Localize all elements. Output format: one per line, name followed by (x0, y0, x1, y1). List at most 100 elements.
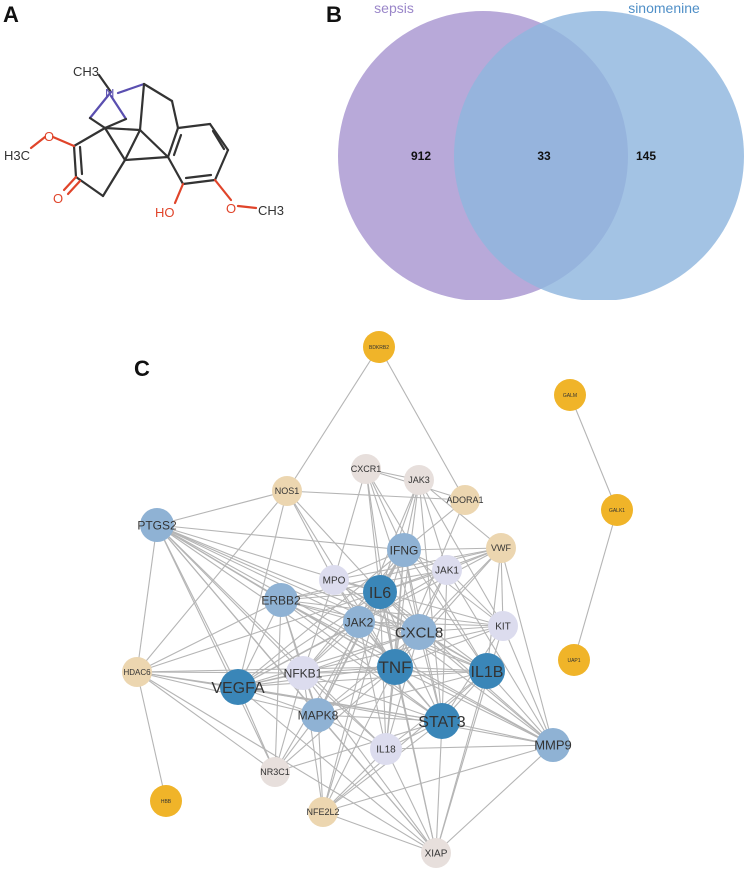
node-il6[interactable]: IL6 (363, 575, 397, 609)
node-jak2[interactable]: JAK2 (343, 606, 375, 638)
node-mpo[interactable]: MPO (319, 565, 349, 595)
node-label: ADORA1 (446, 495, 483, 505)
node-mmp9[interactable]: MMP9 (534, 728, 572, 762)
node-circle (260, 757, 290, 787)
node-vegfa[interactable]: VEGFA (211, 669, 265, 705)
node-il1b[interactable]: IL1B (469, 653, 505, 689)
node-galm[interactable]: GALM (554, 379, 586, 411)
atom-methoxy-left: H3C (4, 148, 30, 163)
edge-bdkrb2-nos1 (286, 346, 380, 492)
atom-oxygen-left: O (44, 129, 54, 144)
atom-carbonyl-oxygen: O (53, 191, 63, 206)
edge-il1b-ptgs2 (156, 524, 488, 672)
edge-il6-nos1 (286, 490, 381, 593)
node-label: NFKB1 (284, 666, 323, 680)
node-label: TNF (378, 658, 411, 677)
node-circle (286, 656, 320, 690)
edge-mmp9-nfe2l2 (322, 744, 554, 813)
node-circle (601, 494, 633, 526)
node-label: CXCL8 (395, 624, 443, 641)
edge-mmp9-mpo (333, 579, 554, 746)
node-label: HBB (161, 799, 172, 805)
node-cxcr1[interactable]: CXCR1 (351, 454, 382, 484)
node-label: BDKRB2 (369, 345, 389, 351)
node-erbb2[interactable]: ERBB2 (261, 583, 301, 617)
node-circle (401, 614, 437, 650)
node-adora1[interactable]: ADORA1 (446, 485, 484, 515)
node-label: PTGS2 (137, 518, 177, 532)
atom-hydroxyl: HO (155, 205, 175, 220)
edge-ptgs2-il18 (156, 524, 387, 750)
node-ptgs2[interactable]: PTGS2 (137, 508, 177, 542)
edge-stat3-nr3c1 (274, 720, 443, 773)
panel-a-label: A (3, 2, 19, 27)
edge-nfe2l2-xiap (322, 811, 437, 854)
edge-tnf-jak3 (394, 479, 420, 668)
node-circle (421, 838, 451, 868)
node-uap1[interactable]: UAP1 (558, 644, 590, 676)
node-hbb[interactable]: HBB (150, 785, 182, 817)
node-tnf[interactable]: TNF (377, 649, 413, 685)
edge-tnf-hdac6 (136, 666, 396, 673)
node-ifng[interactable]: IFNG (387, 533, 421, 567)
node-label: VEGFA (211, 680, 265, 697)
node-jak3[interactable]: JAK3 (404, 465, 434, 495)
edge-mapk8-xiap (317, 714, 437, 854)
node-label: JAK2 (345, 615, 374, 629)
node-circle (272, 476, 302, 506)
molecule-structure: CH3 N H3C O O HO O CH3 (4, 64, 284, 220)
node-nfe2l2[interactable]: NFE2L2 (306, 797, 340, 827)
edge-stat3-ptgs2 (156, 524, 443, 722)
edge-il18-xiap (385, 748, 437, 854)
edge-galk1-uap1 (573, 509, 618, 661)
node-circle (486, 533, 516, 563)
node-nfkb1[interactable]: NFKB1 (284, 656, 323, 690)
edge-jak1-jak3 (418, 479, 448, 571)
edge-jak3-kit (418, 479, 504, 627)
edge-vegfa-xiap (237, 686, 437, 854)
atom-methoxy-right: CH3 (258, 203, 284, 218)
node-label: IL6 (369, 585, 391, 602)
node-hdac6[interactable]: HDAC6 (122, 657, 152, 687)
node-il18[interactable]: IL18 (370, 733, 402, 765)
node-galk1[interactable]: GALK1 (601, 494, 633, 526)
node-bdkrb2[interactable]: BDKRB2 (363, 331, 395, 363)
edge-jak2-il18 (358, 621, 387, 750)
node-circle (301, 698, 335, 732)
node-xiap[interactable]: XIAP (421, 838, 451, 868)
edge-il1b-cxcr1 (365, 468, 488, 672)
venn-diagram: sepsis sinomenine 912 33 145 (338, 0, 744, 300)
edge-bdkrb2-adora1 (378, 346, 466, 501)
node-label: MMP9 (534, 738, 572, 753)
node-circle (404, 465, 434, 495)
edge-hdac6-hbb (136, 671, 167, 802)
edge-jak2-jak1 (358, 569, 448, 623)
node-circle (122, 657, 152, 687)
venn-count-overlap: 33 (537, 149, 551, 163)
edge-il6-xiap (379, 591, 437, 854)
node-nr3c1[interactable]: NR3C1 (260, 757, 290, 787)
edge-ptgs2-nfkb1 (156, 524, 304, 674)
node-mapk8[interactable]: MAPK8 (298, 698, 339, 732)
node-vwf[interactable]: VWF (486, 533, 516, 563)
node-stat3[interactable]: STAT3 (418, 703, 466, 739)
edge-ptgs2-ifng (156, 524, 405, 551)
edge-galm-galk1 (569, 394, 618, 511)
node-nos1[interactable]: NOS1 (272, 476, 302, 506)
node-cxcl8[interactable]: CXCL8 (395, 614, 443, 650)
atom-nitrogen: N (105, 86, 114, 101)
node-label: XIAP (425, 849, 448, 860)
venn-label-sinomenine: sinomenine (628, 0, 700, 16)
node-label: NFE2L2 (306, 807, 339, 817)
node-circle (264, 583, 298, 617)
node-kit[interactable]: KIT (488, 611, 518, 641)
node-label: GALM (563, 393, 577, 399)
node-label: CXCR1 (351, 464, 382, 474)
venn-label-sepsis: sepsis (374, 0, 414, 16)
node-jak1[interactable]: JAK1 (432, 555, 462, 585)
node-label: GALK1 (609, 508, 625, 514)
edge-mmp9-kit (502, 625, 554, 746)
node-label: ERBB2 (261, 593, 301, 607)
edge-stat3-mapk8 (317, 714, 443, 722)
